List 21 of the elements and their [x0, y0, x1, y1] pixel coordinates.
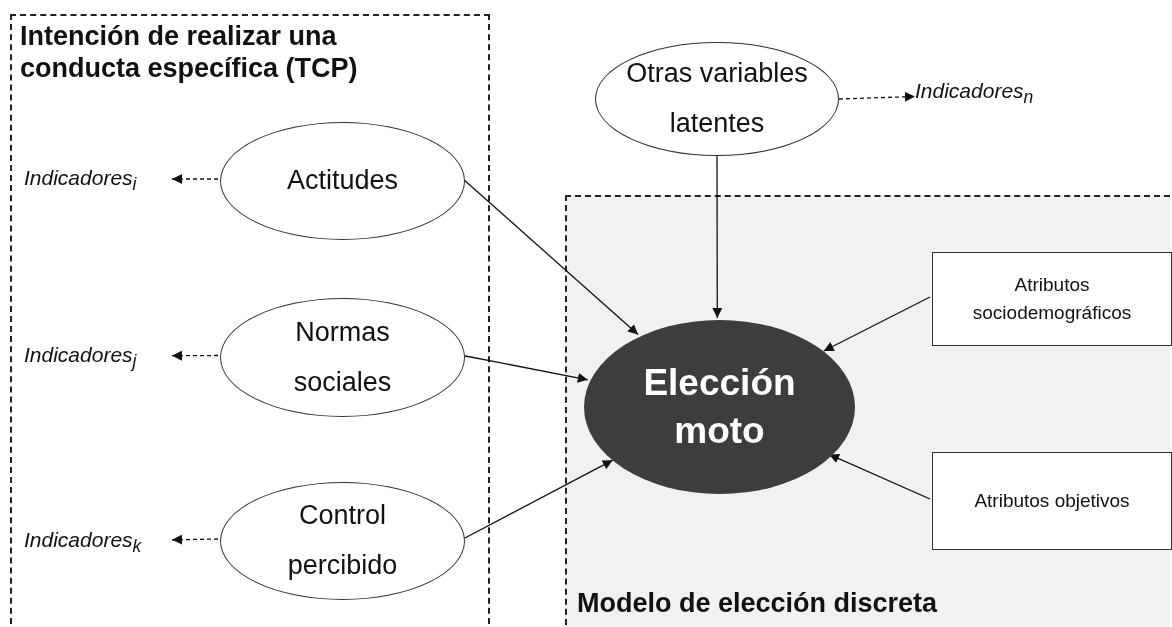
indicator-label: Indicadores$_{k}$: [24, 529, 174, 557]
group-frame: [565, 195, 1170, 627]
choice-ellipse: Elección moto: [584, 320, 855, 494]
arrow: [823, 296, 931, 352]
arrow: [171, 174, 219, 184]
arrow: [712, 155, 723, 319]
group-title: Intención de realizar una conducta específica (TCP): [20, 20, 359, 85]
arrow: [838, 91, 916, 102]
group-frame: [10, 14, 490, 627]
latent-variable-ellipse: Otras variables latentes: [595, 42, 839, 156]
indicator-label: Indicadores$_{i}$: [24, 167, 174, 195]
group-title: Modelo de elección discreta: [577, 587, 938, 620]
latent-variable-ellipse: Control percibido: [220, 482, 465, 600]
latent-variable-ellipse: Actitudes: [220, 122, 465, 240]
attribute-box: Atributos sociodemográficos: [932, 252, 1172, 346]
latent-variable-ellipse: Normas sociales: [220, 298, 465, 417]
arrow: [171, 350, 219, 361]
arrow: [171, 534, 219, 545]
indicator-label: Indicadores$_{j}$: [24, 344, 174, 372]
indicator-label: Indicadores$_{n}$: [915, 80, 1065, 108]
attribute-box: Atributos objetivos: [932, 452, 1172, 550]
